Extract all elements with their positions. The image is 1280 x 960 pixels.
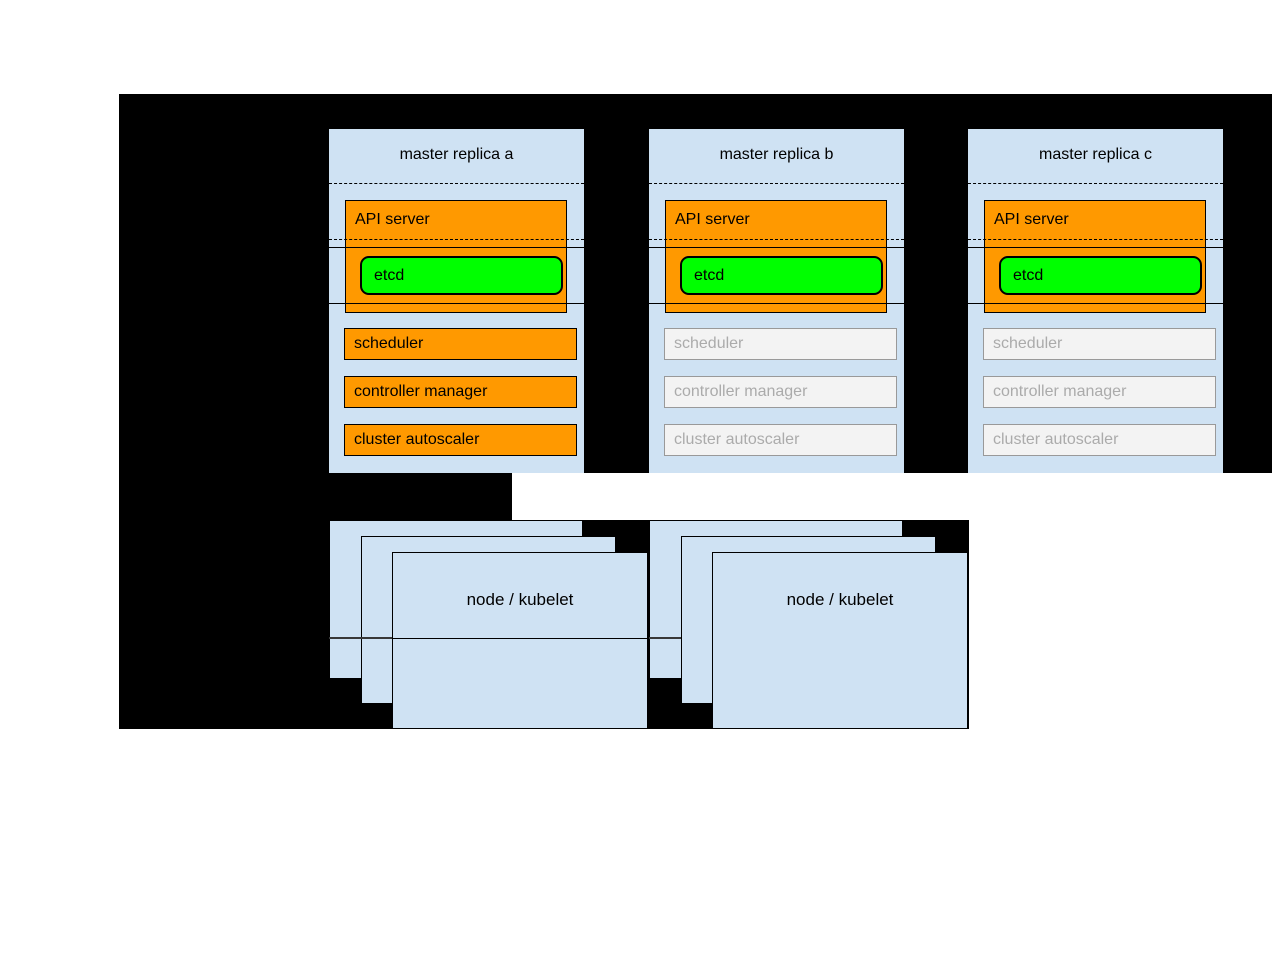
master-replica-a-box: master replica a API server etcd schedul… (329, 129, 584, 473)
replica-b-dashed-divider-top (649, 183, 904, 184)
replica-b-scheduler-box: scheduler (664, 328, 897, 360)
master-replica-b-title: master replica b (719, 146, 834, 163)
replica-a-solid-divider-etcd-top (329, 247, 584, 248)
replica-b-solid-divider-etcd-bottom (649, 303, 904, 304)
replica-c-solid-divider-etcd-top (968, 247, 1223, 248)
node-stack-1-divider-segment (329, 637, 392, 639)
replica-a-scheduler-box: scheduler (344, 328, 577, 360)
replica-b-controller-manager-box: controller manager (664, 376, 897, 408)
node-stack-1-front-divider (392, 638, 648, 639)
node-stack-1-front-box (392, 552, 648, 729)
replica-b-dashed-divider-api (649, 239, 904, 240)
replica-c-cluster-autoscaler-box: cluster autoscaler (983, 424, 1216, 456)
master-replica-a-title: master replica a (399, 146, 514, 163)
replica-a-controller-manager-box: controller manager (344, 376, 577, 408)
replica-b-cluster-autoscaler-box: cluster autoscaler (664, 424, 897, 456)
node-stack-2-divider-segment (649, 637, 681, 639)
node-stack-1-label: node / kubelet (466, 590, 574, 609)
black-backdrop-mid-left (119, 473, 512, 520)
replica-c-api-server-label: API server (994, 211, 1069, 228)
replica-b-api-server-label: API server (675, 211, 750, 228)
replica-a-dashed-divider-top (329, 183, 584, 184)
replica-a-cluster-autoscaler-box: cluster autoscaler (344, 424, 577, 456)
replica-b-solid-divider-etcd-top (649, 247, 904, 248)
replica-c-dashed-divider-api (968, 239, 1223, 240)
replica-a-dashed-divider-api (329, 239, 584, 240)
replica-a-solid-divider-etcd-bottom (329, 303, 584, 304)
replica-c-scheduler-box: scheduler (983, 328, 1216, 360)
master-replica-c-box: master replica c API server etcd schedul… (968, 129, 1223, 473)
replica-a-etcd-box: etcd (360, 256, 563, 295)
node-stack-2-label: node / kubelet (786, 590, 894, 609)
master-replica-b-box: master replica b API server etcd schedul… (649, 129, 904, 473)
node-stack-2-front-box (712, 552, 968, 729)
replica-c-dashed-divider-top (968, 183, 1223, 184)
replica-c-solid-divider-etcd-bottom (968, 303, 1223, 304)
replica-b-etcd-box: etcd (680, 256, 883, 295)
replica-c-controller-manager-box: controller manager (983, 376, 1216, 408)
master-replica-c-title: master replica c (1039, 146, 1152, 163)
replica-a-api-server-label: API server (355, 211, 430, 228)
replica-c-etcd-box: etcd (999, 256, 1202, 295)
